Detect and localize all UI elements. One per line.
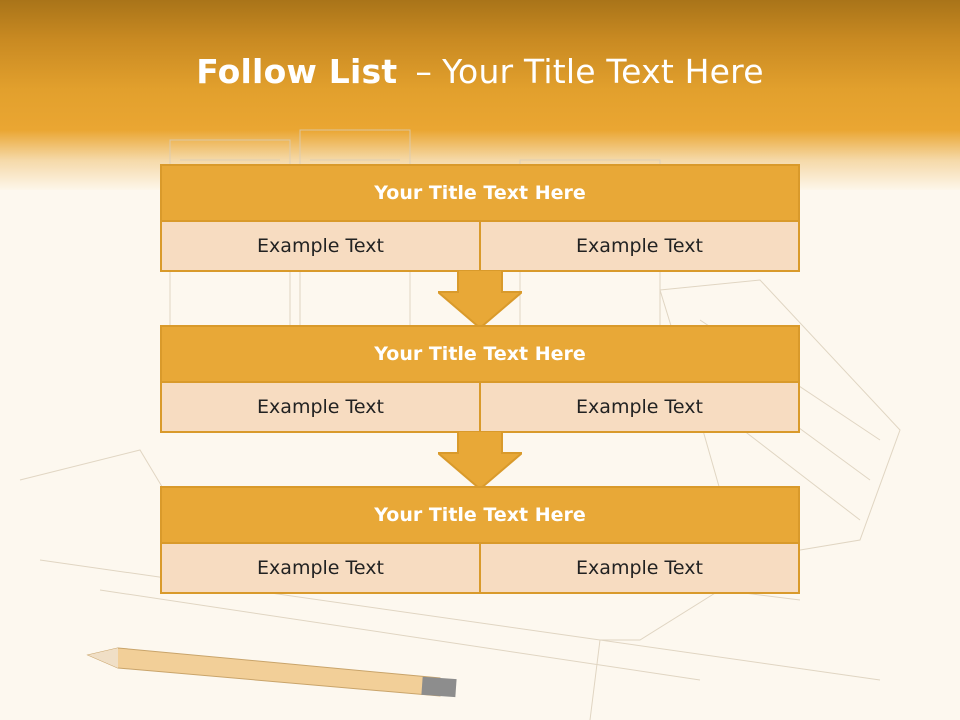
list-block-3: Your Title Text Here Example Text Exampl… [160,486,800,594]
block-cell-left: Example Text [162,222,479,270]
slide-title-separator: – [415,52,433,91]
header-band [0,0,960,190]
block-row: Example Text Example Text [162,383,798,431]
block-cell-right: Example Text [479,222,798,270]
block-title: Your Title Text Here [162,166,798,222]
block-row: Example Text Example Text [162,222,798,270]
block-title: Your Title Text Here [162,488,798,544]
block-row: Example Text Example Text [162,544,798,592]
down-arrow-icon [438,270,522,328]
list-block-1: Your Title Text Here Example Text Exampl… [160,164,800,272]
block-cell-right: Example Text [479,383,798,431]
slide-title: Follow List–Your Title Text Here [0,52,960,91]
slide-title-bold: Follow List [196,52,398,91]
block-cell-right: Example Text [479,544,798,592]
block-title: Your Title Text Here [162,327,798,383]
list-block-2: Your Title Text Here Example Text Exampl… [160,325,800,433]
pencil-image [86,647,457,698]
down-arrow-icon [438,431,522,489]
slide-title-rest: Your Title Text Here [442,52,764,91]
block-cell-left: Example Text [162,383,479,431]
block-cell-left: Example Text [162,544,479,592]
